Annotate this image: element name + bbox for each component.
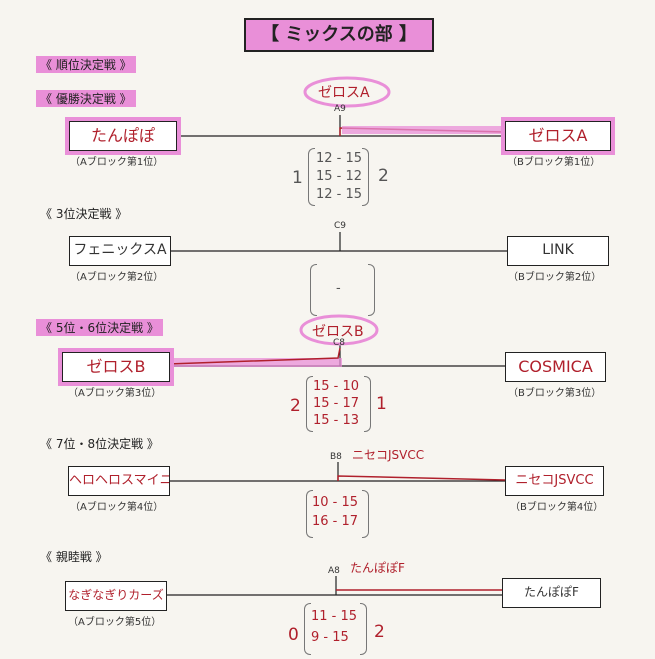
match-4-score-2: 16 - 17 (312, 514, 359, 529)
match-5-right-sets: 2 (374, 622, 385, 642)
match-3-brace-right (364, 376, 371, 432)
match-3-right-team: COSMICA (505, 352, 606, 382)
match-1-left-sets: 1 (292, 168, 303, 188)
match-2-right-sub: （Bブロック第2位） (508, 272, 602, 283)
match-2-section: 《 3位決定戦 》 (40, 207, 128, 221)
match-1-score-1: 12 - 15 (316, 151, 363, 166)
match-2-brace-left (310, 264, 317, 316)
match-1-winner-label: ゼロスA (318, 85, 370, 101)
match-4-left-team: ヘロヘロスマイニー (68, 466, 170, 496)
match-4-id: B8 (330, 452, 342, 462)
match-2-score: - (336, 281, 341, 296)
match-2-right-team: LINK (507, 236, 609, 266)
match-5-left-team: なぎなぎりカーズ (65, 581, 167, 611)
match-3-id: C8 (333, 338, 346, 348)
match-1-score-3: 12 - 15 (316, 187, 363, 202)
match-2-left-sub: （Aブロック第2位） (70, 272, 164, 283)
match-1-right-sets: 2 (378, 166, 389, 186)
match-1-left-team: たんぽぽ (69, 121, 177, 151)
match-2-brace-right (368, 264, 375, 316)
match-3-right-sub: （Bブロック第3位） (508, 388, 602, 399)
match-5-id: A8 (328, 566, 340, 576)
match-5-section: 《 親睦戦 》 (40, 550, 108, 564)
match-1-right-sub: （Bブロック第1位） (507, 157, 601, 168)
match-4-brace-right (362, 490, 369, 538)
match-5-right-team: たんぽぽF (502, 578, 601, 608)
match-3-right-sets: 1 (376, 394, 387, 414)
match-4-left-sub: （Aブロック第4位） (70, 502, 164, 513)
match-5-winner-label: たんぽぽF (350, 561, 405, 575)
match-5-brace-left (304, 603, 311, 655)
match-1-section: 《 優勝決定戦 》 (36, 90, 136, 107)
match-5-left-sets: 0 (288, 625, 299, 645)
match-4-right-sub: （Bブロック第4位） (510, 502, 604, 513)
match-5-score-1: 11 - 15 (311, 609, 358, 624)
match-3-score-3: 15 - 13 (313, 413, 360, 428)
match-1-id: A9 (334, 104, 346, 114)
page-title: 【 ミックスの部 】 (244, 18, 434, 52)
match-3-left-team: ゼロスB (62, 352, 170, 382)
match-2-left-team: フェニックスA (69, 236, 171, 266)
match-2-id: C9 (334, 221, 347, 231)
match-1-brace-left (308, 148, 315, 206)
match-3-score-1: 15 - 10 (313, 379, 360, 394)
match-3-left-sets: 2 (290, 396, 301, 416)
match-5-left-sub: （Aブロック第5位） (68, 617, 162, 628)
match-3-section: 《 5位・6位決定戦 》 (36, 319, 163, 336)
match-1-left-sub: （Aブロック第1位） (70, 157, 164, 168)
match-4-right-team: ニセコJSVCC (505, 466, 604, 496)
match-1-score-2: 15 - 12 (316, 169, 363, 184)
match-4-section: 《 7位・8位決定戦 》 (40, 437, 159, 451)
match-1-brace-right (362, 148, 369, 206)
match-3-brace-left (306, 376, 313, 432)
match-4-brace-left (306, 490, 313, 538)
rank-heading: 《 順位決定戦 》 (36, 56, 136, 73)
match-3-score-2: 15 - 17 (313, 396, 360, 411)
match-3-left-sub: （Aブロック第3位） (68, 388, 162, 399)
match-4-score-1: 10 - 15 (312, 495, 359, 510)
match-3-winner-label: ゼロスB (312, 324, 364, 340)
match-1-right-team: ゼロスA (505, 121, 611, 151)
match-4-winner-label: ニセコJSVCC (352, 448, 425, 462)
match-5-score-2: 9 - 15 (311, 630, 349, 645)
match-5-brace-right (360, 603, 367, 655)
